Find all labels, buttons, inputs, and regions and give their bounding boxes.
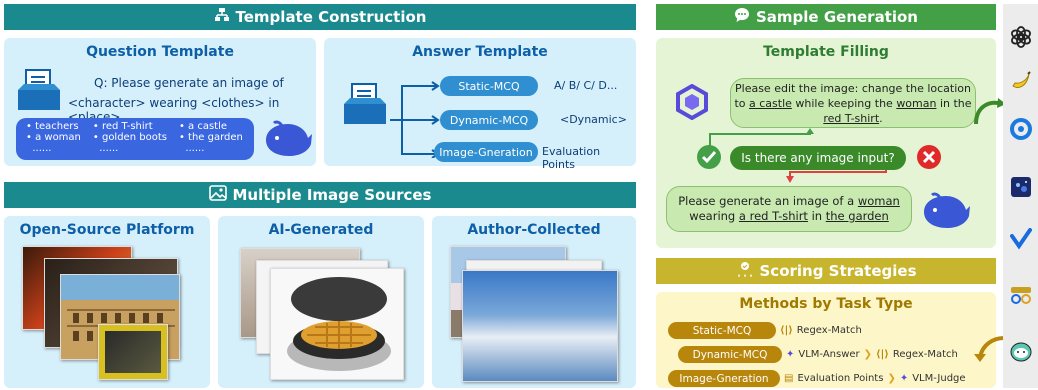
galaxy-icon bbox=[1010, 176, 1032, 198]
qwen-icon: ✦ bbox=[786, 349, 795, 360]
ai-generated-panel: AI-Generated bbox=[218, 216, 424, 388]
static-mcq-steps: ⟨|⟩ Regex-Match bbox=[780, 322, 862, 339]
sample-generation-title: Sample Generation bbox=[756, 8, 918, 26]
uniworld-icon bbox=[1010, 284, 1032, 306]
photo-waffle-maker bbox=[270, 268, 404, 380]
open-source-panel: Open-Source Platform bbox=[4, 216, 210, 388]
step-label: VLM-Answer bbox=[798, 349, 860, 360]
open-source-title: Open-Source Platform bbox=[19, 222, 195, 238]
dynamic-mcq-answer: <Dynamic> bbox=[560, 113, 627, 126]
ai-generated-title: AI-Generated bbox=[268, 222, 374, 238]
chevron-right-icon: ❯ bbox=[863, 349, 873, 360]
scoring-title: Scoring Strategies bbox=[759, 262, 917, 280]
question-template-panel: Question Template Q: Please generate an … bbox=[4, 38, 316, 166]
chat-bubble-icon bbox=[734, 7, 750, 27]
chevron-right-icon: ❯ bbox=[887, 373, 896, 384]
image-sources-banner: Multiple Image Sources bbox=[4, 182, 636, 208]
edit-prompt-bubble: Please edit the image: change the locati… bbox=[730, 78, 976, 128]
question-line-1: Q: Please generate an image of bbox=[94, 76, 284, 90]
answer-template-panel: Answer Template Static-MCQ A/ B/ C/ D...… bbox=[324, 38, 636, 171]
document-folder-icon bbox=[16, 68, 62, 116]
ring-icon bbox=[1010, 118, 1032, 140]
image-sources-title: Multiple Image Sources bbox=[232, 186, 432, 204]
image-generation-pill: Image-Gneration bbox=[434, 142, 538, 162]
author-collected-title: Author-Collected bbox=[467, 222, 601, 238]
robot-icon bbox=[1010, 340, 1032, 362]
image-generation-answer: Evaluation Points bbox=[542, 145, 601, 171]
character-options: • teachers • a woman ...... bbox=[26, 121, 81, 154]
document-icon: ▤ bbox=[784, 373, 794, 384]
image-generation-method-pill: Image-Gneration bbox=[668, 370, 780, 387]
image-generation-steps: ▤ Evaluation Points ❯ ✦ VLM-Judge bbox=[784, 370, 966, 387]
image-input-question: Is there any image input? bbox=[730, 146, 906, 170]
sample-generation-banner: Sample Generation bbox=[656, 4, 996, 30]
hierarchy-icon bbox=[214, 7, 230, 27]
curved-arrow-top bbox=[974, 98, 1006, 125]
step-label: Regex-Match bbox=[796, 325, 862, 336]
openai-icon bbox=[1010, 26, 1032, 48]
dynamic-mcq-method-pill: Dynamic-MCQ bbox=[678, 346, 782, 363]
qwen-icon bbox=[674, 83, 710, 124]
photo-clouds bbox=[462, 270, 618, 382]
regex-icon: ⟨|⟩ bbox=[780, 325, 793, 336]
static-mcq-answer: A/ B/ C/ D... bbox=[554, 79, 618, 92]
author-collected-panel: Author-Collected bbox=[432, 216, 636, 388]
check-v-icon bbox=[1010, 228, 1032, 250]
answer-template-title: Answer Template bbox=[412, 44, 548, 60]
step-label: Evaluation Points bbox=[797, 373, 884, 384]
scoring-banner: Scoring Strategies bbox=[656, 258, 996, 284]
template-construction-banner: Template Construction bbox=[4, 4, 636, 30]
qwen-icon: ✦ bbox=[899, 373, 909, 384]
static-mcq-pill: Static-MCQ bbox=[440, 76, 538, 96]
photo-yellow-frame bbox=[98, 324, 168, 380]
cross-icon bbox=[916, 144, 942, 174]
dynamic-mcq-pill: Dynamic-MCQ bbox=[440, 110, 538, 130]
curved-arrow-bottom bbox=[974, 336, 1005, 362]
template-filling-title: Template Filling bbox=[763, 44, 889, 60]
regex-icon: ⟨|⟩ bbox=[876, 349, 889, 360]
whale-icon bbox=[262, 118, 312, 162]
check-icon bbox=[696, 144, 722, 174]
medal-icon bbox=[736, 260, 754, 282]
document-folder-icon bbox=[342, 82, 388, 130]
generate-prompt-bubble: Please generate an image of a woman wear… bbox=[666, 186, 912, 232]
options-box: • teachers • a woman ...... • red T-shir… bbox=[16, 118, 254, 160]
dynamic-mcq-steps: ✦ VLM-Answer ❯ ⟨|⟩ Regex-Match bbox=[786, 346, 958, 363]
banana-icon bbox=[1010, 70, 1032, 92]
image-icon bbox=[208, 185, 227, 205]
step-label: Regex-Match bbox=[892, 349, 958, 360]
template-filling-panel: Template Filling Please edit the image: … bbox=[656, 38, 996, 248]
place-options: • a castle • the garden ...... bbox=[178, 121, 243, 154]
methods-title: Methods by Task Type bbox=[739, 296, 913, 312]
static-mcq-method-pill: Static-MCQ bbox=[668, 322, 776, 339]
clothes-options: • red T-shirt • golden boots ...... bbox=[92, 121, 167, 154]
step-label: VLM-Judge bbox=[912, 373, 966, 384]
branch-connector bbox=[390, 81, 440, 158]
whale-icon bbox=[920, 190, 970, 234]
methods-panel: Methods by Task Type Static-MCQ ⟨|⟩ Rege… bbox=[656, 292, 996, 388]
template-construction-title: Template Construction bbox=[235, 8, 427, 26]
question-template-title: Question Template bbox=[86, 44, 234, 60]
